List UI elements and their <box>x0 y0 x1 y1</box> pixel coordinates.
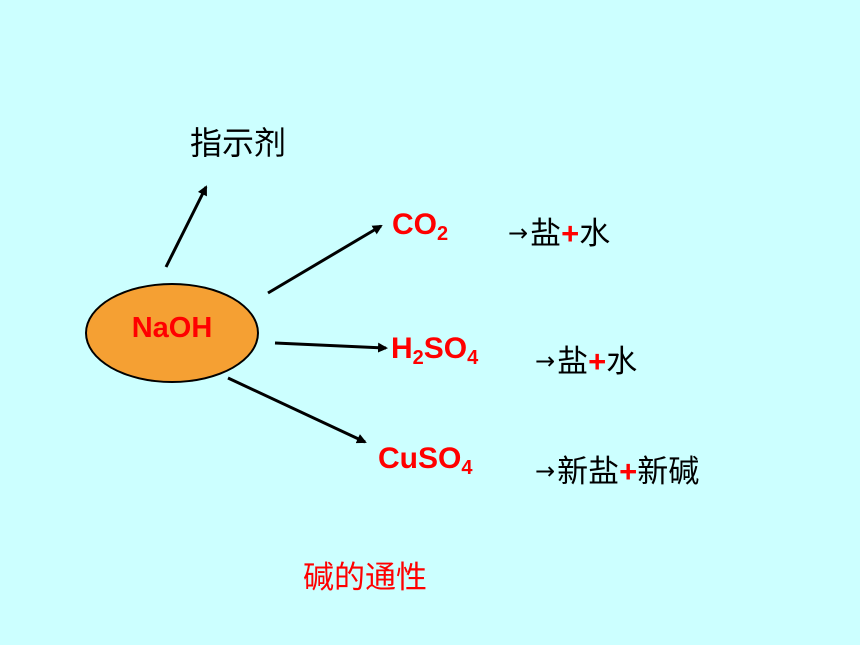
plus-sign: + <box>561 216 580 251</box>
product-row-1: →盐+水 <box>508 208 610 253</box>
naoh-ellipse: NaOH <box>85 283 259 383</box>
arrow-to-co2 <box>267 224 383 295</box>
reagent-co2: CO2 <box>392 208 449 245</box>
product-row-3: →新盐+新碱 <box>535 446 699 491</box>
product-part2: 新碱 <box>637 454 700 490</box>
reagent-co2-base: CO <box>392 208 437 241</box>
arrow-to-cuso4 <box>227 376 367 444</box>
product-part2: 水 <box>606 344 638 380</box>
arrow-glyph: → <box>508 219 529 247</box>
reagent-h2so4: H2SO4 <box>391 332 479 369</box>
product-part1: 盐 <box>557 344 589 380</box>
reagent-cuso4-sub: 4 <box>461 457 473 479</box>
reagent-h2so4-sub2: 4 <box>467 347 479 369</box>
arrow-glyph: → <box>535 347 556 375</box>
reagent-co2-sub: 2 <box>437 223 449 245</box>
reagent-cuso4-base: CuSO <box>378 442 462 475</box>
arrow-glyph: → <box>535 457 556 485</box>
plus-sign: + <box>588 344 607 379</box>
product-part2: 水 <box>579 216 611 252</box>
product-row-2: →盐+水 <box>535 336 637 381</box>
naoh-label: NaOH <box>131 311 213 344</box>
reagent-h2so4-sub1: 2 <box>412 347 424 369</box>
product-part1: 新盐 <box>557 454 620 490</box>
reagent-cuso4: CuSO4 <box>378 442 473 479</box>
plus-sign: + <box>619 454 638 489</box>
arrow-to-indicator <box>164 185 208 268</box>
reagent-h2so4-mid: SO <box>423 332 468 365</box>
indicator-label: 指示剂 <box>190 124 287 162</box>
caption: 碱的通性 <box>303 560 427 596</box>
product-part1: 盐 <box>530 216 562 252</box>
reagent-h2so4-pre: H <box>391 332 413 365</box>
arrow-to-h2so4 <box>274 341 388 353</box>
